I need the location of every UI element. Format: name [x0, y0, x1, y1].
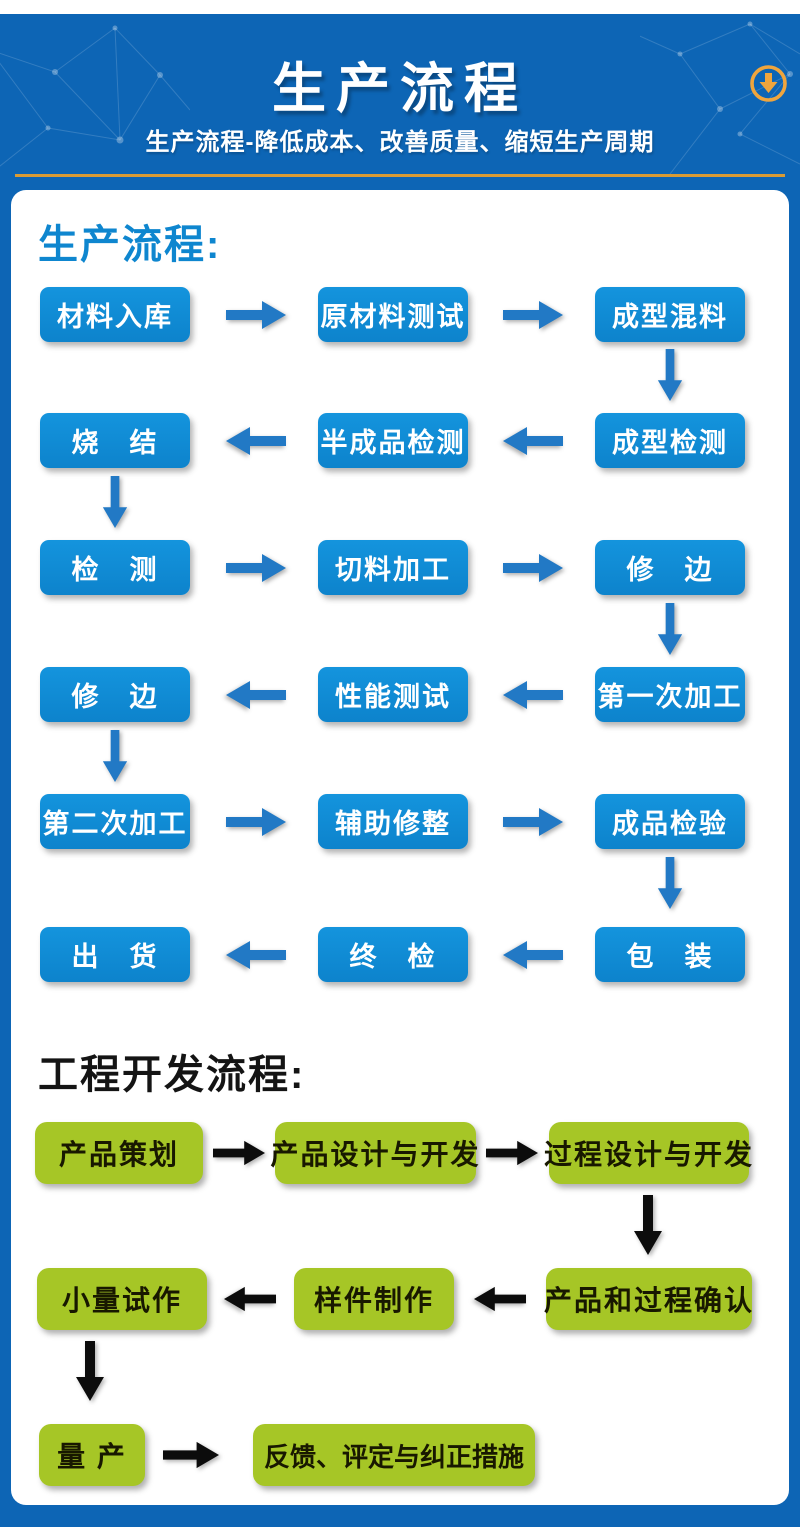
- flow-step-trimming: 修 边: [595, 540, 745, 595]
- flow-step-aux-finishing: 辅助修整: [318, 794, 468, 849]
- arrow-left-icon: [503, 941, 563, 969]
- arrow-left-icon: [503, 427, 563, 455]
- eng-step-mass-production: 量 产: [39, 1424, 145, 1486]
- arrow-right-icon: [486, 1140, 538, 1166]
- arrow-down-icon: [102, 730, 128, 782]
- content-card: 生产流程: 材料入库 原材料测试 成型混料 烧 结 半成品检测 成型检测 检 测…: [11, 190, 789, 1505]
- arrow-right-icon: [226, 554, 286, 582]
- flow-step-molding-test: 成型检测: [595, 413, 745, 468]
- arrow-down-icon: [657, 857, 683, 909]
- eng-step-small-trial: 小量试作: [37, 1268, 207, 1330]
- page-subtitle: 生产流程-降低成本、改善质量、缩短生产周期: [145, 129, 655, 156]
- arrow-down-icon: [657, 603, 683, 655]
- flow-step-final-inspection: 成品检验: [595, 794, 745, 849]
- gold-divider: [15, 174, 785, 177]
- flow-step-raw-material-test: 原材料测试: [318, 287, 468, 342]
- circle-down-arrow-icon[interactable]: [748, 63, 789, 104]
- eng-step-feedback-corrective: 反馈、评定与纠正措施: [253, 1424, 535, 1486]
- arrow-down-icon: [634, 1195, 662, 1255]
- flow-step-first-machining: 第一次加工: [595, 667, 745, 722]
- arrow-right-icon: [226, 808, 286, 836]
- arrow-down-icon: [76, 1341, 104, 1401]
- flow-step-inspection: 检 测: [40, 540, 190, 595]
- flow-step-second-machining: 第二次加工: [40, 794, 190, 849]
- page-title: 生产流程: [272, 59, 528, 119]
- eng-step-product-planning: 产品策划: [35, 1122, 203, 1184]
- arrow-down-icon: [102, 476, 128, 528]
- flow-step-mix-molding: 成型混料: [595, 287, 745, 342]
- arrow-left-icon: [474, 1286, 526, 1312]
- arrow-left-icon: [503, 681, 563, 709]
- arrow-right-icon: [503, 301, 563, 329]
- flow-step-sintering: 烧 结: [40, 413, 190, 468]
- arrow-left-icon: [226, 427, 286, 455]
- arrow-down-icon: [657, 349, 683, 401]
- flow-step-cutting: 切料加工: [318, 540, 468, 595]
- eng-step-process-design: 过程设计与开发: [544, 1122, 752, 1184]
- arrow-right-icon: [503, 808, 563, 836]
- arrow-right-icon: [503, 554, 563, 582]
- arrow-right-icon: [163, 1441, 219, 1469]
- flow-step-material-in: 材料入库: [40, 287, 190, 342]
- arrow-right-icon: [213, 1140, 265, 1166]
- arrow-left-icon: [224, 1286, 276, 1312]
- flow-step-trimming2: 修 边: [40, 667, 190, 722]
- flow-step-performance-test: 性能测试: [318, 667, 468, 722]
- eng-step-confirmation: 产品和过程确认: [544, 1268, 752, 1330]
- arrow-right-icon: [226, 301, 286, 329]
- engineering-flow-heading: 工程开发流程:: [38, 1053, 306, 1097]
- flow-step-semi-finished-test: 半成品检测: [318, 413, 468, 468]
- flow-step-shipping: 出 货: [40, 927, 190, 982]
- eng-step-sample-making: 样件制作: [294, 1268, 454, 1330]
- eng-step-product-design: 产品设计与开发: [271, 1122, 479, 1184]
- arrow-left-icon: [226, 941, 286, 969]
- production-flow-heading: 生产流程:: [38, 223, 222, 267]
- flow-step-packaging: 包 装: [595, 927, 745, 982]
- flow-step-final-check: 终 检: [318, 927, 468, 982]
- arrow-left-icon: [226, 681, 286, 709]
